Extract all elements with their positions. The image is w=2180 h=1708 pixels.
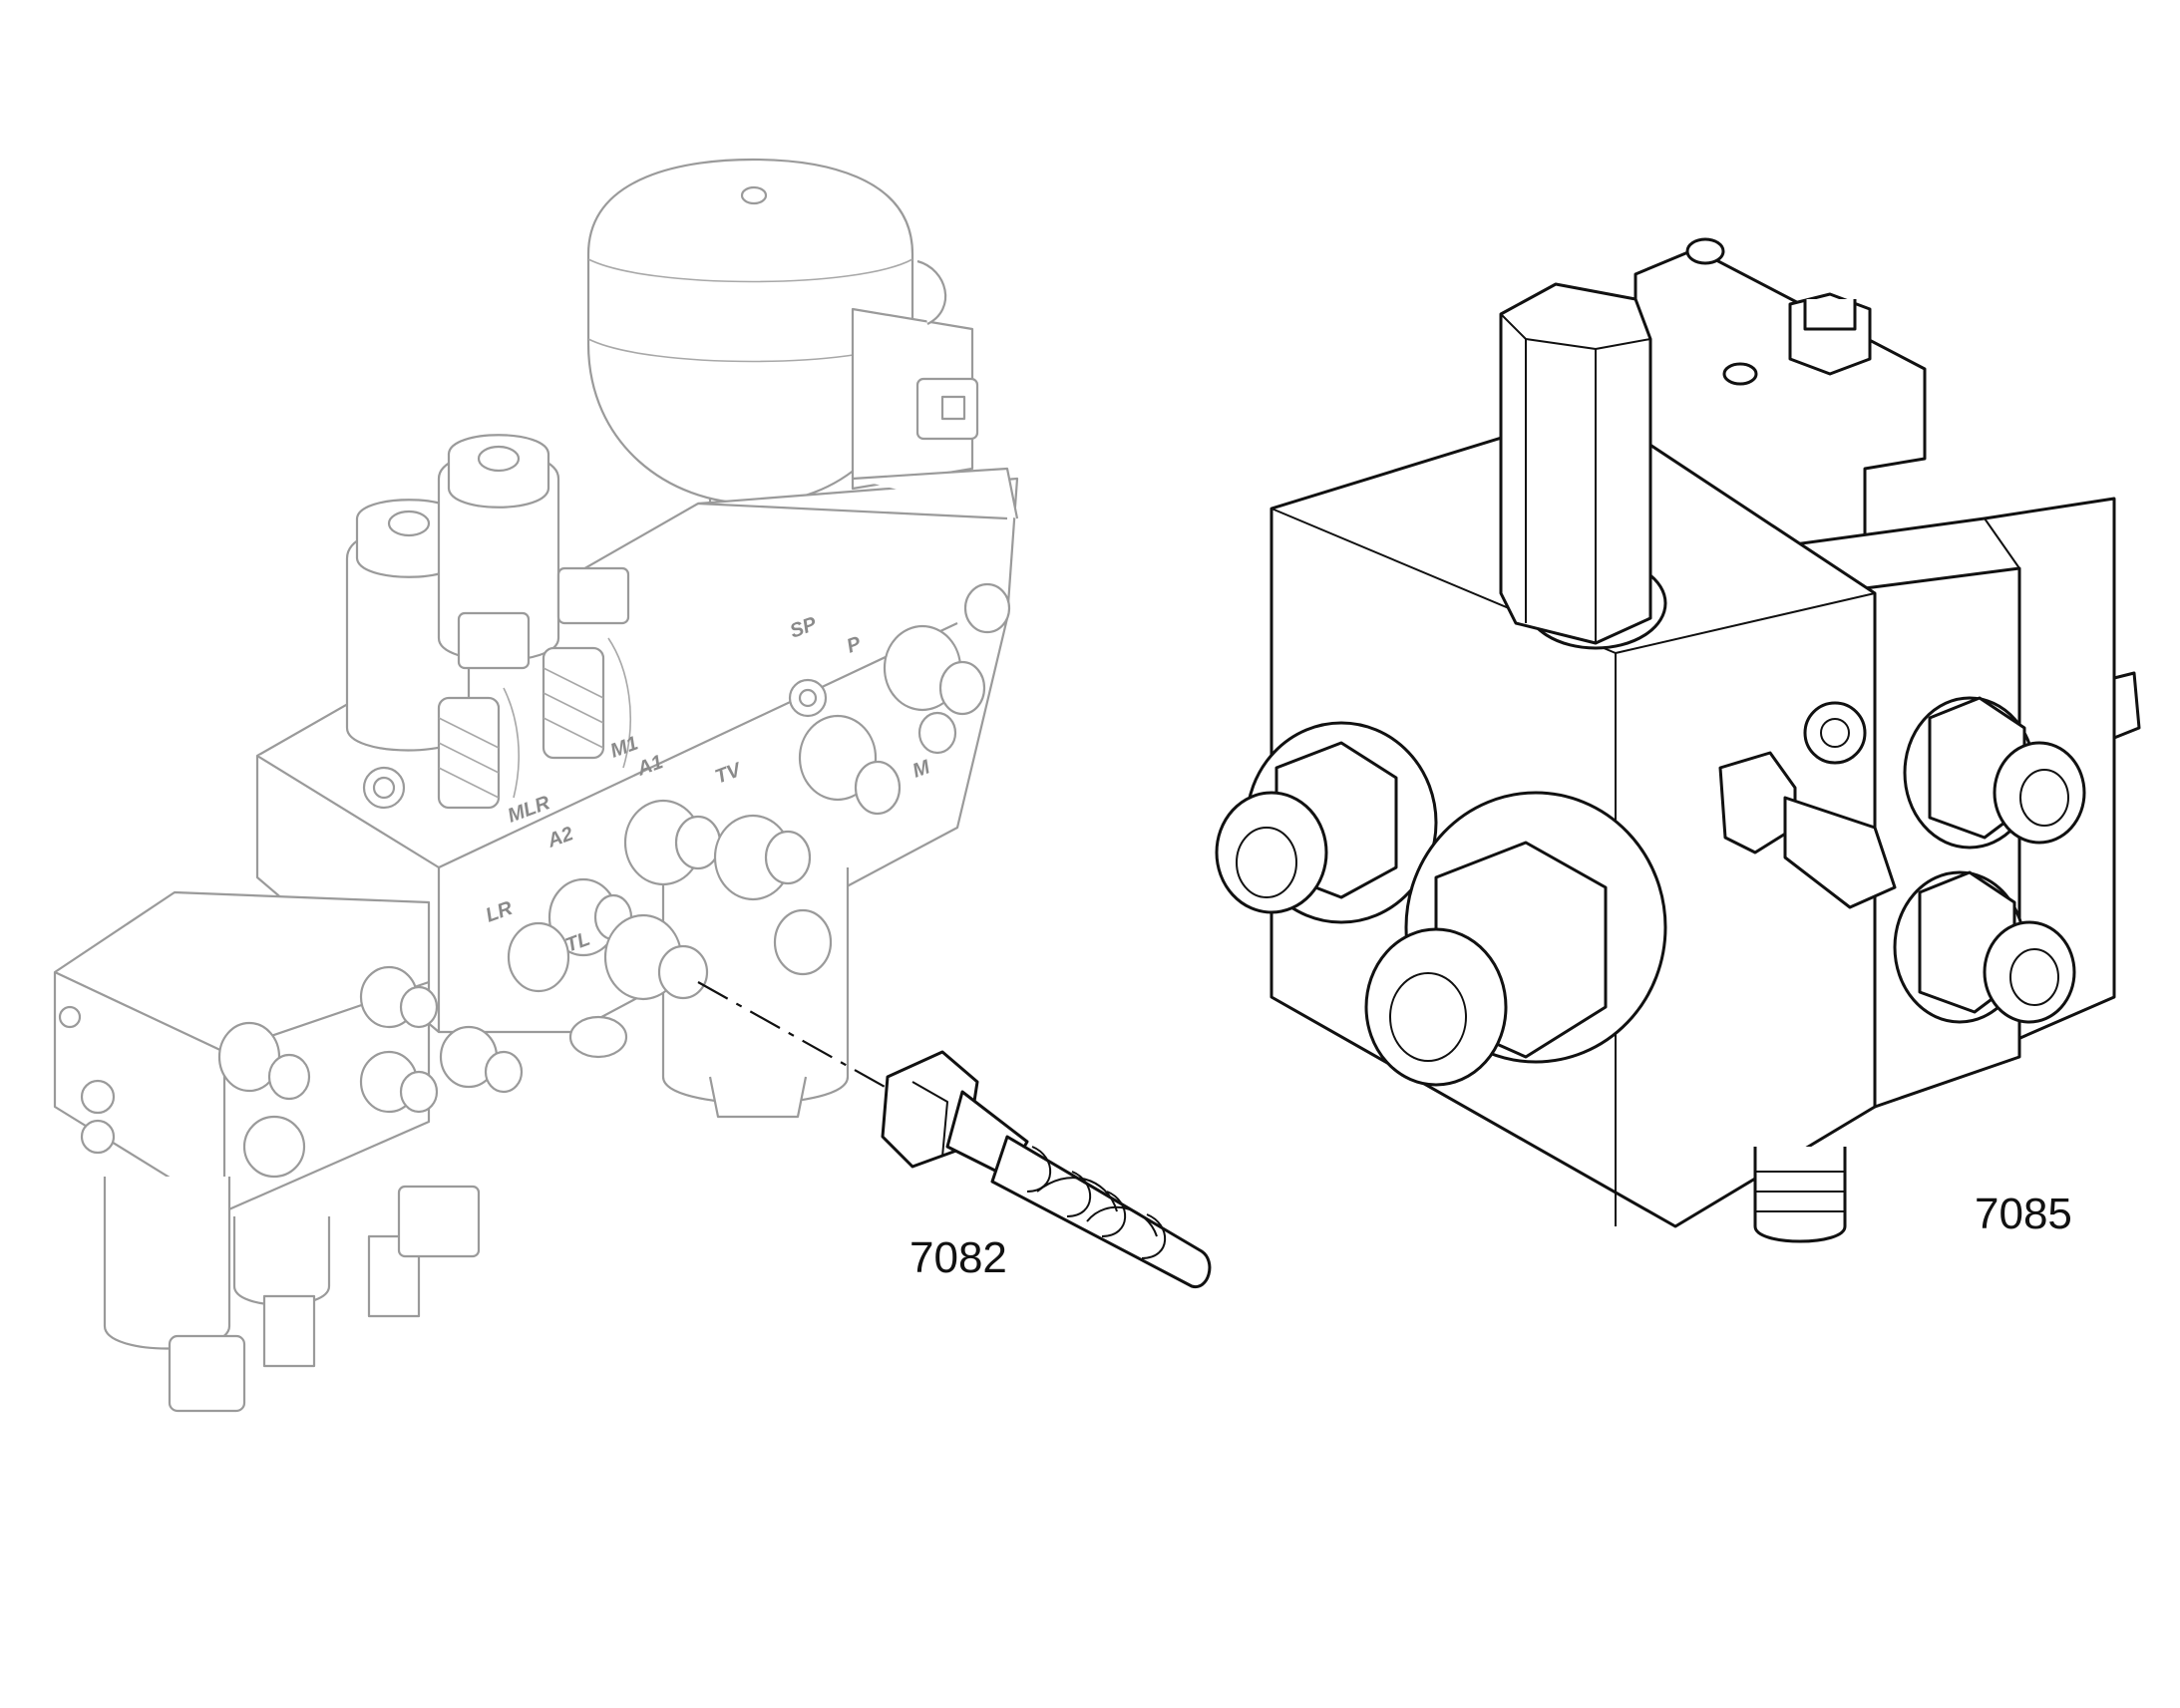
manifold-fittings [217,582,1011,1179]
valve-block-7085 [1215,237,2141,1243]
cable-connectors [437,566,632,810]
top-bolt-2 [1722,362,1758,386]
fitting-front-large [1364,791,1667,1087]
hex-cartridge [1499,282,1667,650]
fitting-right-upper [1903,696,2086,850]
solenoid-coils [345,434,560,752]
fitting-rear-stud [2112,671,2141,740]
bottom-stub [1753,1147,1847,1243]
hose-7082 [881,1050,1212,1288]
manifold-assembly: SP P M1 M MLR A1 TV A2 LR TL [53,158,1019,1413]
fitting-left [1215,721,1438,924]
fitting-right-lower [1893,870,2076,1024]
callout-7085: 7085 [1975,1190,2072,1238]
top-bolt [1685,237,1725,265]
fitting-side-stud [1718,701,1897,909]
callout-7082: 7082 [909,1233,1007,1282]
solenoid-upper-right [851,259,979,491]
alignment-centerline [697,981,904,1098]
